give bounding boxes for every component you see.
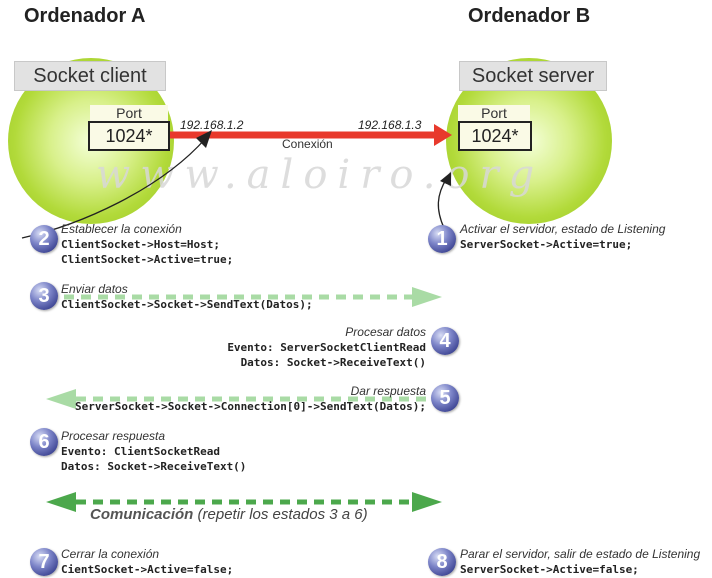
- socket-server-label: Socket server: [459, 61, 607, 91]
- client-port-label: Port: [90, 105, 168, 122]
- step-3-code: ClientSocket->Socket->SendText(Datos);: [61, 298, 313, 311]
- step-2-code-line-1: ClientSocket->Host=Host;: [61, 238, 220, 251]
- reply-arrow-head: [46, 389, 76, 409]
- step-8-code: ServerSocket->Active=false;: [460, 563, 639, 576]
- step-4-code-line-1: Evento: ServerSocketClientRead: [227, 341, 426, 354]
- communication-label: Comunicación (repetir los estados 3 a 6): [90, 506, 368, 523]
- step-8-title: Parar el servidor, salir de estado de Li…: [460, 547, 701, 561]
- socket-client-label: Socket client: [14, 61, 166, 91]
- computer-a-header: Ordenador A: [24, 5, 146, 27]
- step1-pointer-arrow: [437, 177, 448, 229]
- step-5-code: ServerSocket->Socket->Connection[0]->Sen…: [75, 400, 426, 413]
- comm-arrow-left-head: [46, 492, 76, 512]
- step-4-code-line-2: Datos: Socket->ReceiveText(): [240, 356, 426, 369]
- step-2-badge: 2: [30, 225, 58, 253]
- client-port-value: 1024*: [88, 121, 170, 151]
- send-arrow-head: [412, 287, 442, 307]
- step-5-badge: 5: [431, 384, 459, 412]
- step-7-code: CientSocket->Active=false;: [61, 563, 234, 576]
- computer-b-header: Ordenador B: [468, 5, 591, 27]
- step-7-title: Cerrar la conexión: [61, 547, 160, 561]
- step-1-title: Activar el servidor, estado de Listening: [460, 222, 666, 236]
- server-ip: 192.168.1.3: [358, 118, 422, 132]
- step-8-badge: 8: [428, 548, 456, 576]
- step-6-title: Procesar respuesta: [61, 429, 166, 443]
- step1-pointer-head: [440, 172, 451, 186]
- communication-label-bold: Comunicación: [90, 506, 194, 523]
- connection-arrowhead: [434, 124, 452, 146]
- server-port-value: 1024*: [458, 121, 532, 151]
- step-1-badge: 1: [428, 225, 456, 253]
- server-port-label: Port: [458, 105, 530, 122]
- client-ip: 192.168.1.2: [180, 118, 244, 132]
- step-6-badge: 6: [30, 428, 58, 456]
- step-6-code-line-2: Datos: Socket->ReceiveText(): [61, 460, 247, 473]
- communication-label-rest: (repetir los estados 3 a 6): [197, 506, 368, 523]
- step-5-title: Dar respuesta: [350, 384, 426, 398]
- step-4-badge: 4: [431, 327, 459, 355]
- step-7-badge: 7: [30, 548, 58, 576]
- watermark: www.aloiro.org: [96, 152, 545, 198]
- step-3-badge: 3: [30, 282, 58, 310]
- step-4-title: Procesar datos: [345, 325, 426, 339]
- connection-label: Conexión: [282, 137, 333, 151]
- step-1-code: ServerSocket->Active=true;: [460, 238, 633, 251]
- step-6-code-line-1: Evento: ClientSocketRead: [61, 445, 220, 458]
- step-2-title: Establecer la conexión: [61, 222, 182, 236]
- step2-pointer-head: [196, 130, 212, 148]
- step-3-title: Enviar datos: [61, 282, 128, 296]
- comm-arrow-right-head: [412, 492, 442, 512]
- step-2-code-line-2: ClientSocket->Active=true;: [61, 253, 234, 266]
